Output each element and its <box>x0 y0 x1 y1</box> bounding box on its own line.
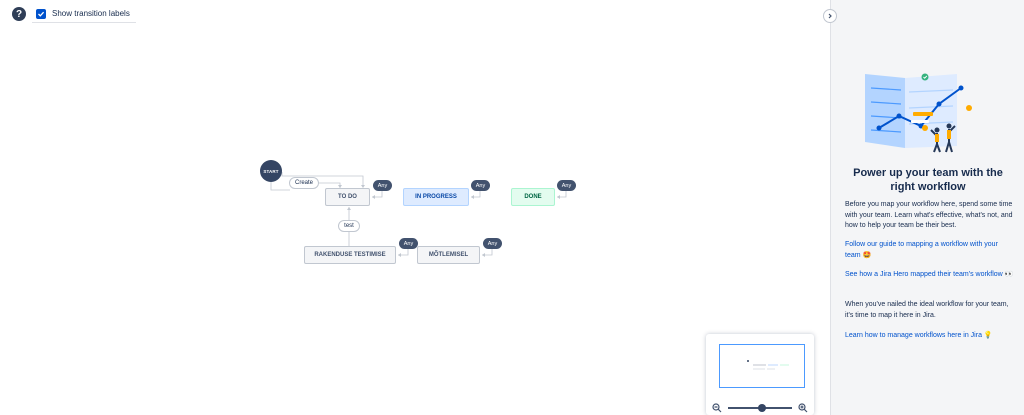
show-transition-labels-toggle[interactable]: Show transition labels <box>32 5 136 23</box>
zoom-slider-handle[interactable] <box>758 404 766 412</box>
minimap[interactable] <box>706 334 814 415</box>
manage-workflows-link[interactable]: Learn how to manage workflows here in Ji… <box>845 332 993 339</box>
any-transition-done[interactable]: Any <box>557 180 576 191</box>
minimap-node <box>780 364 789 366</box>
minimap-node <box>768 364 778 366</box>
transition-create[interactable]: Create <box>289 177 319 189</box>
panel-nailed-text: When you've nailed the ideal workflow fo… <box>845 301 1009 319</box>
status-rakenduse-testimise[interactable]: RAKENDUSE TESTIMISE <box>304 246 396 264</box>
any-transition-in-progress[interactable]: Any <box>471 180 490 191</box>
minimap-node <box>767 368 775 370</box>
zoom-in-icon[interactable] <box>798 403 808 413</box>
panel-title: Power up your team with the right workfl… <box>853 167 1003 193</box>
any-transition-rakenduse[interactable]: Any <box>399 238 418 249</box>
workflow-canvas[interactable]: START Create test TO DO IN PROGRESS DONE… <box>0 0 830 415</box>
workflow-tips-panel: Power up your team with the right workfl… <box>830 0 1024 415</box>
any-transition-todo[interactable]: Any <box>373 180 392 191</box>
status-motlemisel[interactable]: MÕTLEMISEL <box>417 246 480 264</box>
status-in-progress[interactable]: IN PROGRESS <box>403 188 469 206</box>
minimap-node <box>753 368 765 370</box>
status-done[interactable]: DONE <box>511 188 555 206</box>
team-workflow-illustration <box>865 73 972 153</box>
any-transition-motlemisel[interactable]: Any <box>483 238 502 249</box>
workflow-edges <box>270 172 567 257</box>
checkbox-check-icon[interactable] <box>36 8 46 19</box>
zoom-slider[interactable] <box>728 404 792 412</box>
minimap-node <box>753 364 766 366</box>
show-transition-labels-label: Show transition labels <box>52 9 130 18</box>
zoom-out-icon[interactable] <box>712 403 722 413</box>
minimap-start-dot <box>747 360 749 362</box>
panel-collapse-button[interactable] <box>823 9 837 23</box>
zoom-controls <box>712 403 808 413</box>
jira-hero-link[interactable]: See how a Jira Hero mapped their team's … <box>845 271 1014 278</box>
help-icon[interactable]: ? <box>12 7 26 21</box>
panel-intro-text: Before you map your workflow here, spend… <box>845 201 1013 229</box>
chevron-right-icon <box>828 13 832 19</box>
status-todo[interactable]: TO DO <box>325 188 370 206</box>
transition-test[interactable]: test <box>338 220 360 232</box>
start-node[interactable]: START <box>260 160 282 182</box>
minimap-viewport[interactable] <box>719 344 805 388</box>
guide-link[interactable]: Follow our guide to mapping a workflow w… <box>845 241 998 259</box>
